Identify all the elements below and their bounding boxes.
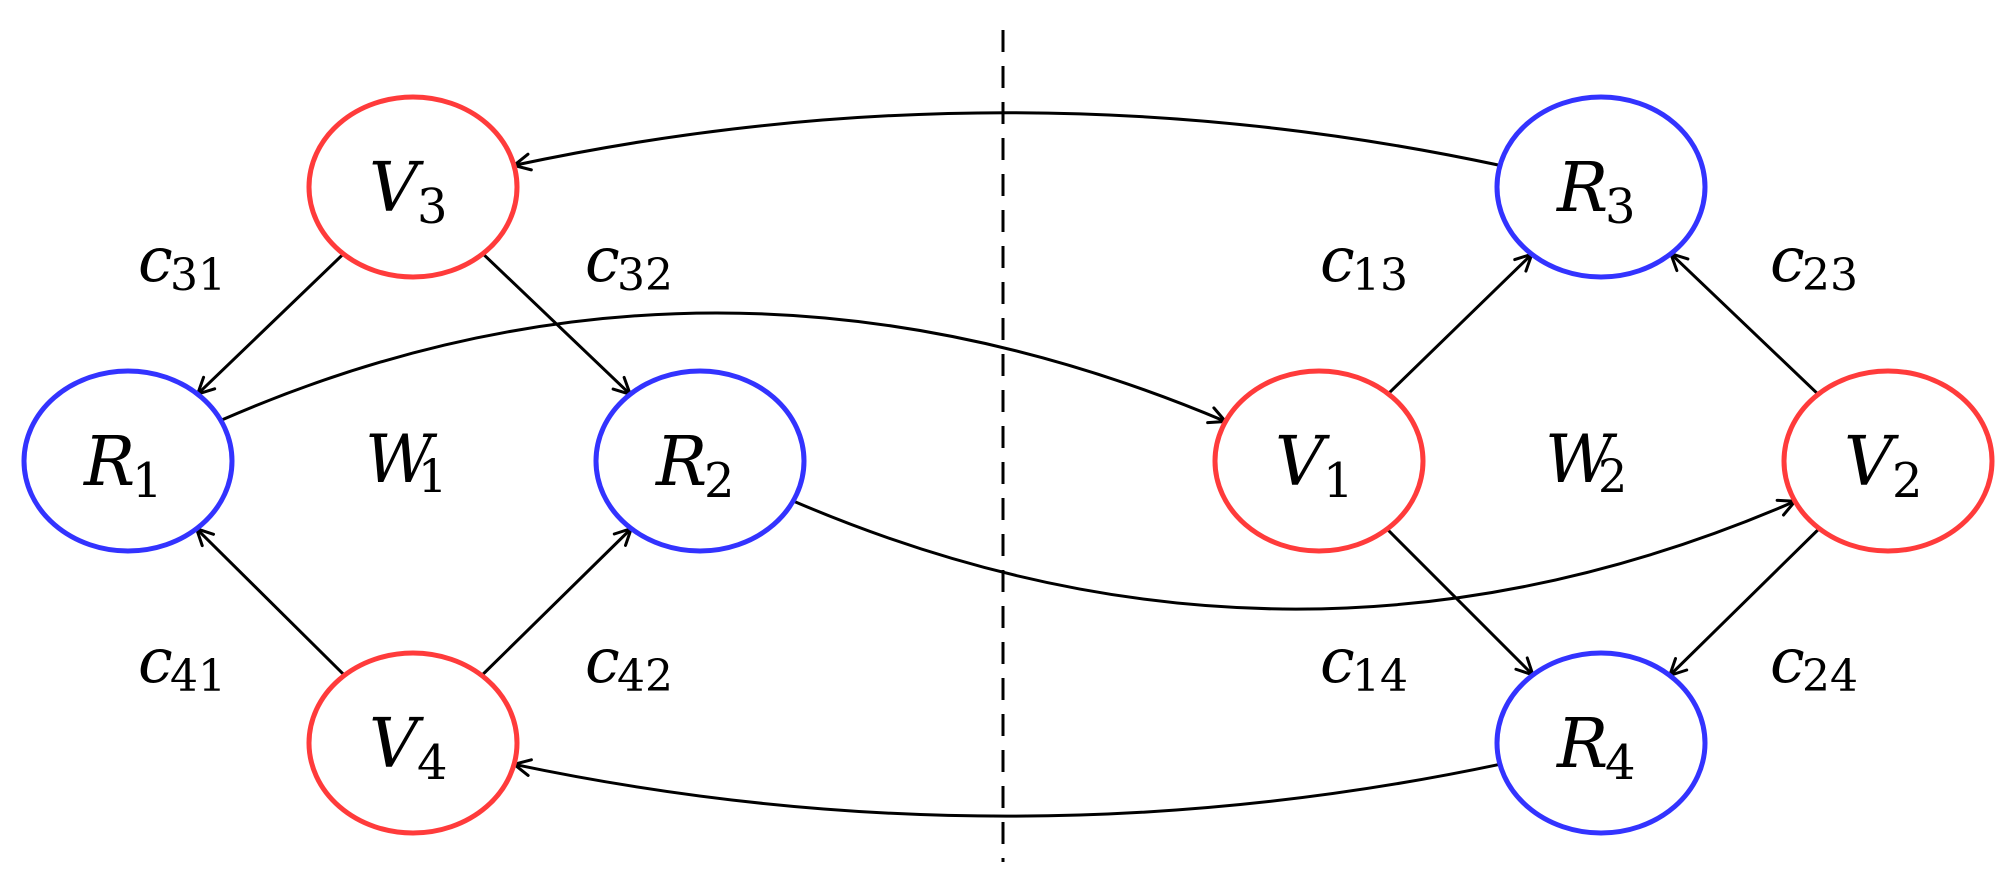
node-ring: [1212, 368, 1426, 554]
node-letter: V: [1844, 423, 1899, 502]
region-label-subscript: 1: [418, 449, 447, 503]
node-subscript: 3: [417, 179, 448, 235]
edge-label-letter: c: [585, 223, 620, 296]
edge-label-c41: c 41: [138, 624, 226, 702]
node-subscript: 3: [1605, 179, 1636, 235]
edge-label-subscript: 31: [170, 250, 226, 301]
node-ring: [593, 368, 807, 554]
edge-label-subscript: 14: [1352, 651, 1408, 702]
node-v2: V2: [1781, 368, 1995, 554]
region-label-w1: W 1: [365, 421, 447, 503]
node-subscript: 4: [1605, 735, 1636, 791]
node-ring: [1494, 94, 1708, 280]
node-letter: V: [369, 149, 424, 228]
edge-r4-to-v4: [512, 758, 1501, 818]
region-label-w2: W 2: [1545, 421, 1627, 503]
node-subscript: 2: [1892, 453, 1923, 509]
node-r1: R1: [21, 368, 235, 554]
edge-v2-to-r4: [1668, 527, 1821, 677]
edge-label-c23: c 23: [1770, 223, 1858, 301]
node-r4: R4: [1494, 650, 1708, 836]
node-ring: [1494, 650, 1708, 836]
node-r3: R3: [1494, 94, 1708, 280]
node-subscript: 1: [1323, 453, 1354, 509]
edge-label-letter: c: [585, 624, 620, 697]
edge-label-subscript: 41: [170, 651, 226, 702]
edge-label-letter: c: [1320, 223, 1355, 296]
edge-label-subscript: 24: [1802, 651, 1858, 702]
edge-label-c24: c 24: [1770, 624, 1858, 702]
node-ring: [1781, 368, 1995, 554]
edge-label-letter: c: [1770, 223, 1805, 296]
region-label-subscript: 2: [1598, 449, 1627, 503]
node-ring: [306, 94, 520, 280]
edge-label-subscript: 13: [1352, 250, 1408, 301]
node-r2: R2: [593, 368, 807, 554]
node-v1: V1: [1212, 368, 1426, 554]
edge-label-c13: c 13: [1320, 223, 1408, 301]
edge-label-letter: c: [138, 223, 173, 296]
edge-label-c31: c 31: [138, 223, 226, 301]
edge-label-letter: c: [138, 624, 173, 697]
region-label-letter: W: [365, 421, 438, 498]
edge-v1-to-r4: [1386, 528, 1535, 677]
node-v3: V3: [306, 94, 520, 280]
edge-label-letter: c: [1320, 624, 1355, 697]
edge-r1-to-v1: [220, 311, 1227, 425]
node-ring: [306, 650, 520, 836]
node-letter: R: [82, 423, 135, 502]
edge-label-subscript: 42: [617, 651, 673, 702]
node-letter: V: [1275, 423, 1330, 502]
edges-layer: [195, 111, 1821, 818]
node-letter: R: [1555, 149, 1608, 228]
edge-label-c42: c 42: [585, 624, 673, 702]
node-letter: R: [654, 423, 707, 502]
edge-label-c32: c 32: [585, 223, 673, 301]
edge-label-letter: c: [1770, 624, 1805, 697]
edge-r3-to-v3: [512, 111, 1501, 172]
edge-v4-to-r1: [195, 527, 346, 677]
edge-label-subscript: 23: [1802, 250, 1858, 301]
edge-v4-to-r2: [480, 527, 633, 677]
edge-v3-to-r1: [196, 252, 345, 396]
node-letter: R: [1555, 705, 1608, 784]
node-subscript: 1: [132, 453, 163, 509]
node-letter: V: [369, 705, 424, 784]
region-label-letter: W: [1545, 421, 1618, 498]
edge-r2-to-v2: [792, 498, 1797, 611]
edge-label-subscript: 32: [617, 250, 673, 301]
node-ring: [21, 368, 235, 554]
edge-label-c14: c 14: [1320, 624, 1408, 702]
edge-v2-to-r3: [1669, 252, 1820, 396]
node-subscript: 2: [704, 453, 735, 509]
node-subscript: 4: [417, 735, 448, 791]
node-v4: V4: [306, 650, 520, 836]
edge-v1-to-r3: [1387, 252, 1534, 395]
